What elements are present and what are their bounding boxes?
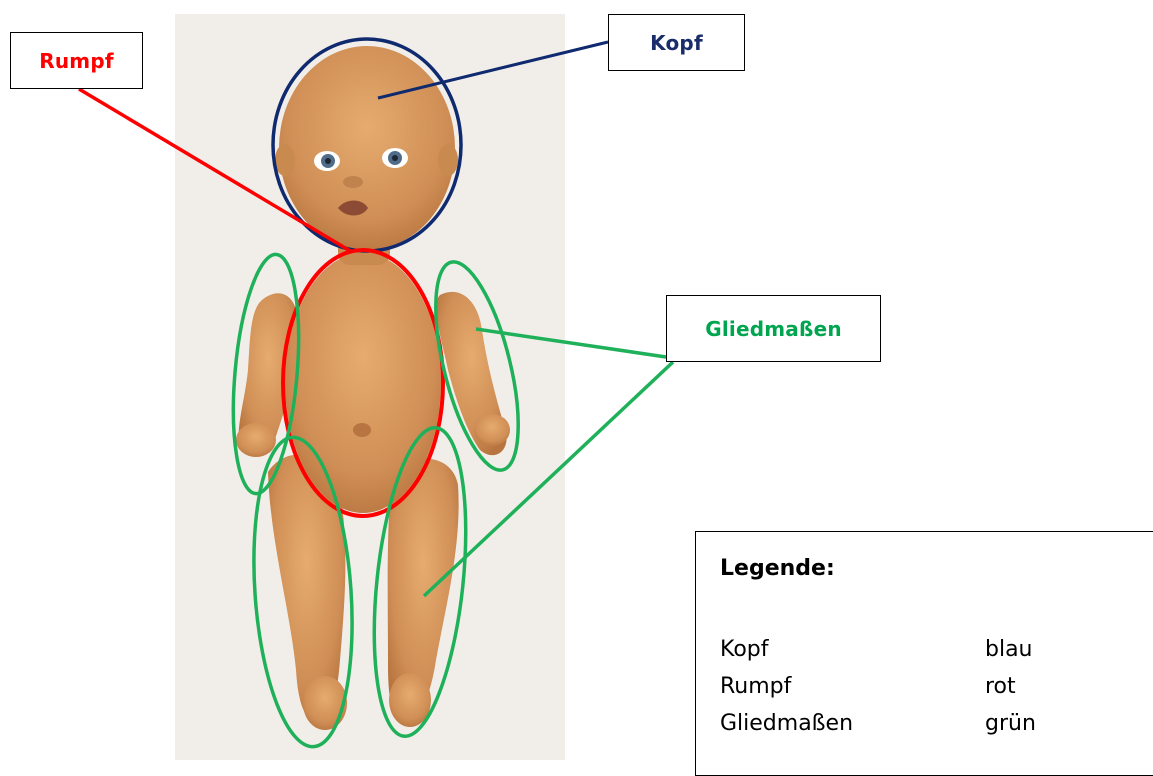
legend-color-blau: blau — [985, 637, 1033, 662]
kopf-label: Kopf — [608, 14, 745, 71]
legend-part-rumpf: Rumpf — [720, 674, 791, 699]
legend-title: Legende: — [720, 556, 835, 581]
doll-right-hand — [474, 414, 510, 446]
legend-box: Legende: Kopf blau Rumpf rot Gliedmaßen … — [695, 531, 1153, 776]
legend-part-gliedmassen: Gliedmaßen — [720, 711, 853, 736]
doll-left-hand — [236, 423, 276, 457]
doll-left-pupil — [325, 158, 331, 164]
doll-left-foot — [303, 676, 347, 730]
doll-right-pupil — [392, 155, 398, 161]
gliedmassen-label: Gliedmaßen — [666, 295, 881, 362]
legend-part-kopf: Kopf — [720, 637, 769, 662]
doll-head — [279, 46, 455, 250]
legend-color-gruen: grün — [985, 711, 1036, 736]
legend-color-rot: rot — [985, 674, 1016, 699]
rumpf-label: Rumpf — [10, 32, 143, 89]
doll-right-ear — [438, 144, 458, 176]
doll-left-ear — [275, 144, 295, 176]
doll-torso — [285, 253, 441, 513]
doll-nose — [343, 176, 363, 188]
doll-navel — [353, 423, 371, 437]
